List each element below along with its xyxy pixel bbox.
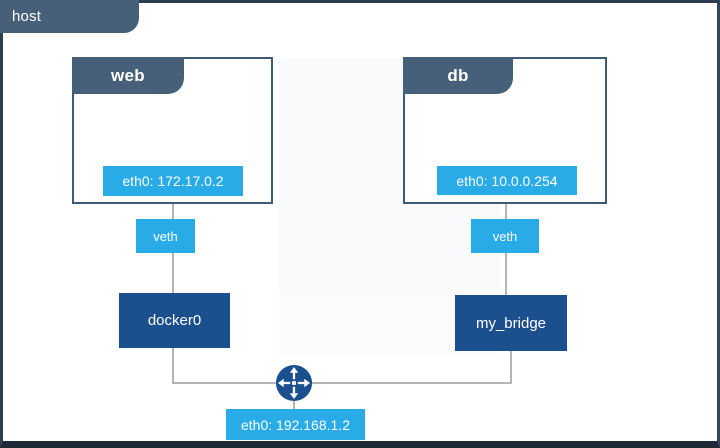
container-web: web eth0: 172.17.0.2 [72, 57, 273, 204]
veth-db: veth [471, 219, 539, 253]
connector-mybridge-to-bus [510, 351, 512, 383]
connector-router-to-eth0 [293, 400, 295, 410]
container-db: db eth0: 10.0.0.254 [403, 57, 607, 204]
host-tab: host [0, 0, 139, 33]
host-eth0-badge: eth0: 192.168.1.2 [226, 409, 365, 440]
bridge-mybridge-label: my_bridge [475, 314, 547, 332]
container-web-name: web [111, 65, 145, 85]
bridge-docker0: docker0 [119, 293, 230, 348]
connector-horizontal-bus [172, 382, 512, 384]
host-eth0-label: eth0: 192.168.1.2 [241, 416, 350, 433]
web-eth0-badge: eth0: 172.17.0.2 [103, 166, 243, 196]
bridge-docker0-label: docker0 [147, 312, 202, 329]
veth-db-label: veth [492, 228, 518, 244]
bridge-mybridge: my_bridge [455, 295, 567, 351]
veth-web: veth [136, 219, 195, 253]
router-icon [275, 364, 313, 402]
host-label: host [12, 8, 42, 25]
db-eth0-badge: eth0: 10.0.0.254 [437, 166, 577, 195]
container-db-name: db [447, 65, 469, 85]
web-eth0-label: eth0: 172.17.0.2 [122, 173, 224, 189]
container-web-tab: web [72, 57, 184, 94]
db-eth0-label: eth0: 10.0.0.254 [456, 172, 558, 189]
container-db-tab: db [403, 57, 513, 94]
veth-web-label: veth [153, 228, 178, 244]
